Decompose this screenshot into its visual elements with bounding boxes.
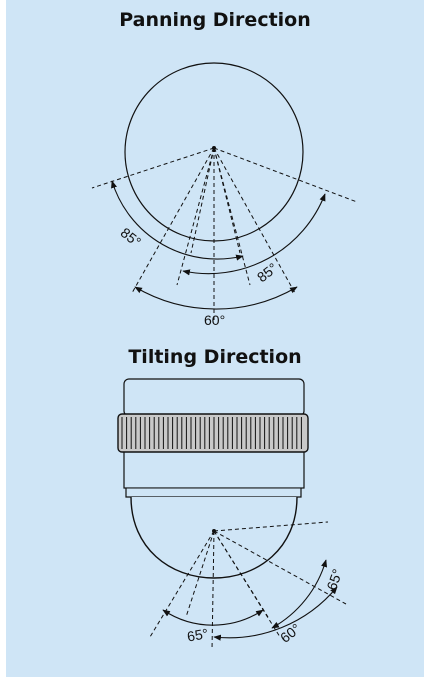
camera-top-cap xyxy=(123,378,305,417)
tilting-direction-title: Tilting Direction xyxy=(128,346,302,368)
tilt-lower-right-angle-label: 60° xyxy=(277,620,304,646)
tilt-angle-arcs xyxy=(162,559,338,641)
lower-right-60-arc xyxy=(213,586,338,641)
panning-diagram: 85° 85° 60° xyxy=(91,62,358,328)
camera-lower-body xyxy=(123,449,305,489)
right-65-arc xyxy=(271,559,328,629)
camera-base-rim xyxy=(125,488,302,498)
right-85-arc xyxy=(182,193,326,276)
tilt-right-angle-label: 65° xyxy=(323,567,345,592)
pan-bottom-angle-label: 60° xyxy=(204,312,225,328)
tilt-bottom-angle-label: 65° xyxy=(186,625,210,644)
panning-direction-title: Panning Direction xyxy=(119,9,311,31)
pan-angle-arcs xyxy=(111,180,326,310)
bottom-60-arc xyxy=(134,286,298,310)
camera-dome xyxy=(130,496,298,579)
knurled-ring xyxy=(117,413,309,453)
tilting-diagram: 65° 65° 60° xyxy=(117,378,347,651)
